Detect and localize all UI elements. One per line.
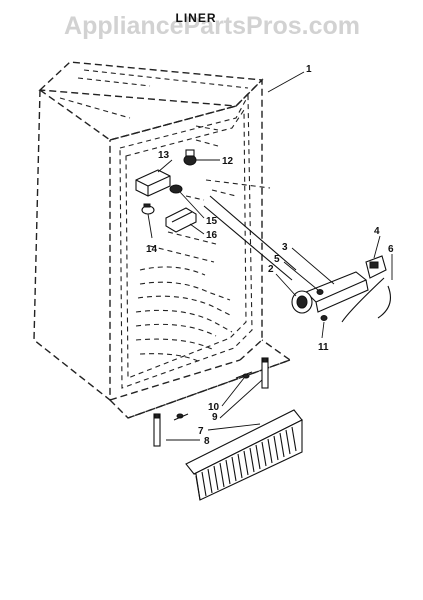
callout-11: 11 — [318, 342, 329, 353]
section-title: LINER — [176, 11, 217, 25]
callout-12: 12 — [222, 156, 234, 167]
part-5-screw — [316, 289, 324, 295]
part-11-screw — [320, 315, 328, 321]
part-4-control-bracket — [365, 255, 387, 279]
part-7-grille — [185, 409, 303, 501]
callouts: 1 2 3 4 5 6 7 8 9 10 11 12 13 14 15 16 — [146, 64, 394, 447]
part-right-leg — [261, 357, 269, 389]
callout-4: 4 — [374, 226, 380, 237]
callout-7: 7 — [198, 426, 204, 437]
callout-2: 2 — [268, 264, 274, 275]
leader-lines — [147, 71, 393, 441]
callout-9: 9 — [212, 412, 218, 423]
part-6-capillary-tube — [341, 277, 391, 323]
part-12-socket — [183, 149, 197, 166]
liner-ridges — [135, 125, 233, 363]
cabinet-shell — [33, 61, 292, 419]
part-3-control-shaft — [305, 271, 369, 313]
callout-13: 13 — [158, 150, 170, 161]
control-duct — [203, 179, 297, 281]
callout-1: 1 — [306, 64, 312, 75]
part-15-fitting — [169, 184, 183, 194]
callout-14: 14 — [146, 244, 158, 255]
callout-10: 10 — [208, 402, 220, 413]
part-14-bulb — [141, 203, 155, 215]
part-8-leg — [153, 413, 189, 447]
part-13-light-housing — [135, 169, 171, 197]
callout-15: 15 — [206, 216, 218, 227]
part-10-screw — [235, 371, 253, 379]
callout-8: 8 — [204, 436, 210, 447]
callout-5: 5 — [274, 254, 280, 265]
watermark-text: AppliancePartsPros.com — [64, 12, 360, 40]
part-16-bracket — [165, 207, 197, 233]
callout-6: 6 — [388, 244, 394, 255]
part-2-knob — [291, 290, 313, 314]
callout-16: 16 — [206, 230, 218, 241]
callout-3: 3 — [282, 242, 288, 253]
